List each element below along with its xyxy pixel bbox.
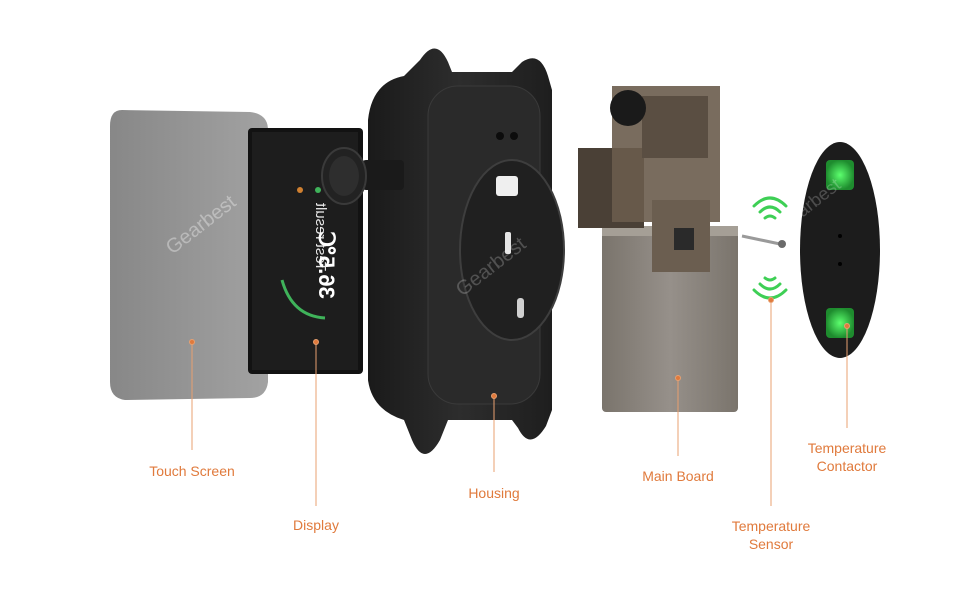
leader-lines [189,297,850,506]
housing-part [321,48,565,454]
main-board-part [578,86,738,412]
contact-pad [826,308,854,338]
contact-pad [826,160,854,190]
display-dot-icon [297,187,303,193]
wifi-signal-bottom-icon [752,276,788,300]
temperature-contactor-part [800,142,880,358]
wifi-signal-top-icon [752,196,788,220]
temperature-sensor-part [741,196,788,300]
display-dot-icon [315,187,321,193]
label-temperature-contactor-line1: Temperature [807,440,887,456]
label-display: Display [293,517,339,533]
label-temperature-contactor: Temperature Contactor [792,439,902,475]
label-housing: Housing [468,485,520,501]
label-touch-screen: Touch Screen [149,463,235,479]
touch-screen-part [110,110,268,400]
label-temperature-sensor-line1: Temperature [731,518,811,534]
label-temperature-sensor-line2: Sensor [748,536,794,552]
crown-button [321,147,404,205]
display-temperature-value: 36.5℃ [313,231,339,299]
label-temperature-contactor-line2: Contactor [816,458,878,474]
label-temperature-sensor: Temperature Sensor [716,517,826,553]
label-main-board: Main Board [642,468,714,484]
sensor-window [496,176,518,196]
